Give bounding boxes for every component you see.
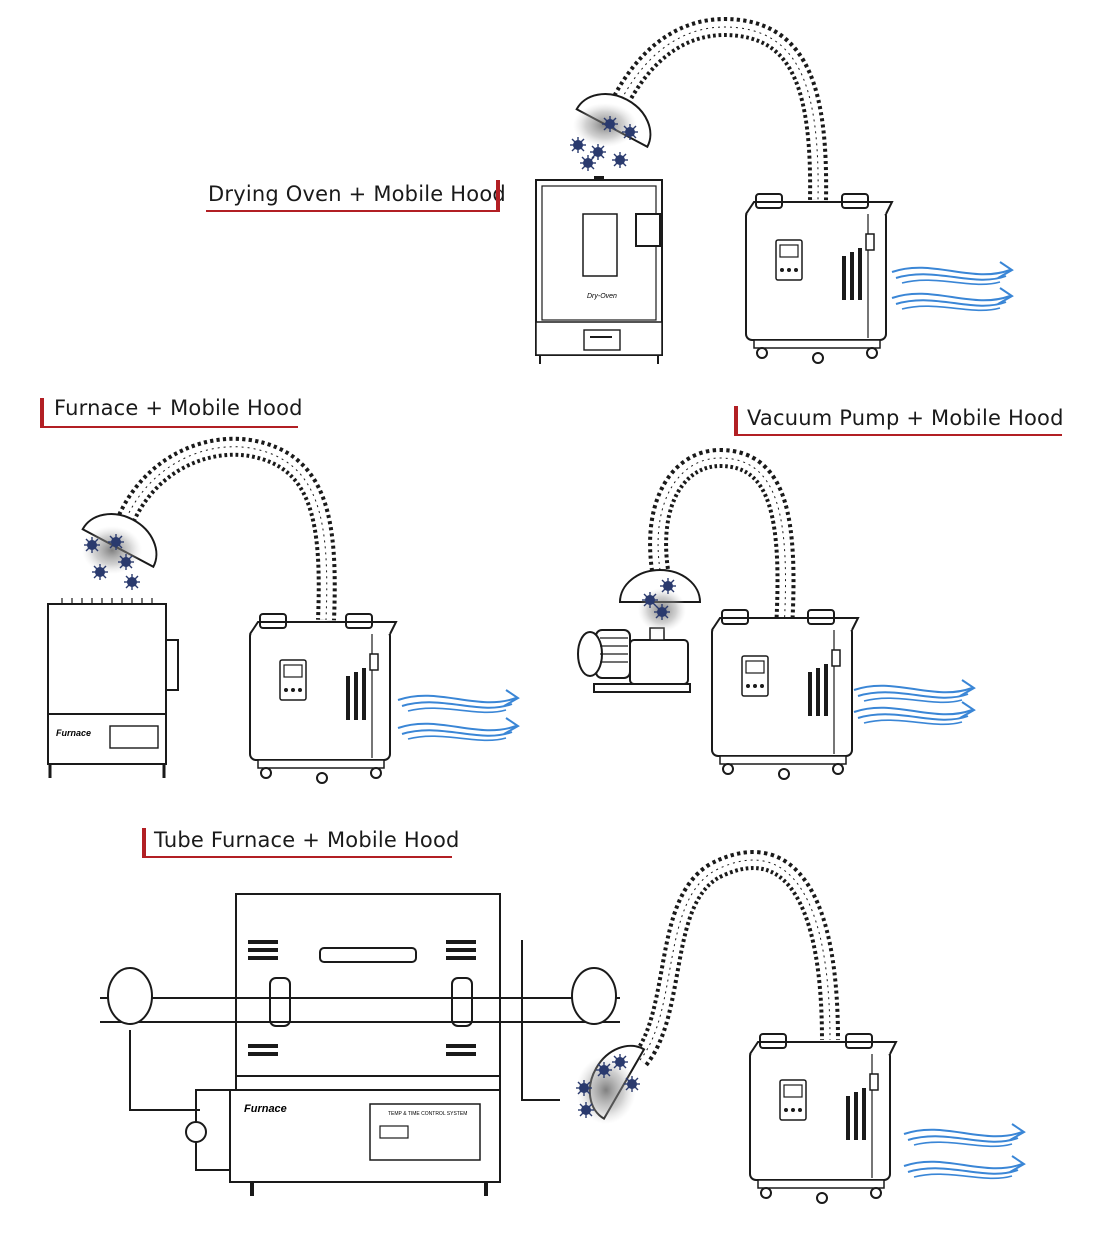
smoke-cloud	[573, 103, 637, 147]
control-panel-caption: TEMP & TIME CONTROL SYSTEM	[388, 1111, 467, 1117]
label-furnace-text: Furnace + Mobile Hood	[54, 396, 303, 420]
label-vacuum-pump: Vacuum Pump + Mobile Hood	[747, 406, 1064, 430]
exhaust-airflow-arrows	[853, 679, 975, 704]
label-accent-bar	[142, 828, 146, 858]
vacuum-pump-device	[577, 627, 691, 693]
label-drying-oven: Drying Oven + Mobile Hood	[208, 182, 506, 206]
furnace-scene: Furnace	[47, 436, 519, 784]
drying-oven-device	[535, 176, 663, 364]
mobile-hood-cabinet	[711, 609, 859, 780]
tube-furnace-brand-text: Furnace	[244, 1103, 287, 1115]
exhaust-airflow-arrows	[903, 1155, 1025, 1180]
exhaust-airflow-arrows	[397, 689, 519, 714]
label-accent-bar	[496, 180, 500, 212]
exhaust-airflow-arrows	[891, 261, 1013, 286]
label-underline	[142, 856, 452, 858]
label-vacuum-pump-text: Vacuum Pump + Mobile Hood	[747, 406, 1064, 430]
smoke-cloud	[82, 526, 142, 574]
label-tube-furnace-text: Tube Furnace + Mobile Hood	[154, 828, 460, 852]
exhaust-airflow-arrows	[903, 1123, 1025, 1148]
tube-furnace-device	[100, 893, 620, 1196]
mobile-hood-cabinet	[249, 613, 397, 784]
label-accent-bar	[40, 398, 44, 428]
label-accent-bar	[734, 406, 738, 436]
label-furnace: Furnace + Mobile Hood	[54, 396, 303, 420]
exhaust-airflow-arrows	[397, 717, 519, 742]
label-underline	[40, 426, 298, 428]
vacuum-pump-scene	[577, 447, 975, 780]
furnace-brand-text: Furnace	[56, 728, 91, 738]
tube-furnace-scene: Furnace TEMP & TIME CONTROL SYSTEM	[100, 850, 1025, 1204]
box-furnace-device	[47, 598, 179, 778]
drying-oven-scene: Dry-Oven	[535, 17, 1013, 364]
exhaust-airflow-arrows	[853, 701, 975, 726]
oven-brand-text: Dry-Oven	[587, 293, 617, 300]
label-underline	[206, 210, 500, 212]
exhaust-airflow-arrows	[891, 287, 1013, 312]
smoke-cloud	[576, 1056, 636, 1124]
label-drying-oven-text: Drying Oven + Mobile Hood	[208, 182, 506, 206]
mobile-hood-cabinet	[749, 1033, 897, 1204]
label-tube-furnace: Tube Furnace + Mobile Hood	[154, 828, 460, 852]
label-underline	[734, 434, 1062, 436]
mobile-hood-cabinet	[745, 193, 893, 364]
